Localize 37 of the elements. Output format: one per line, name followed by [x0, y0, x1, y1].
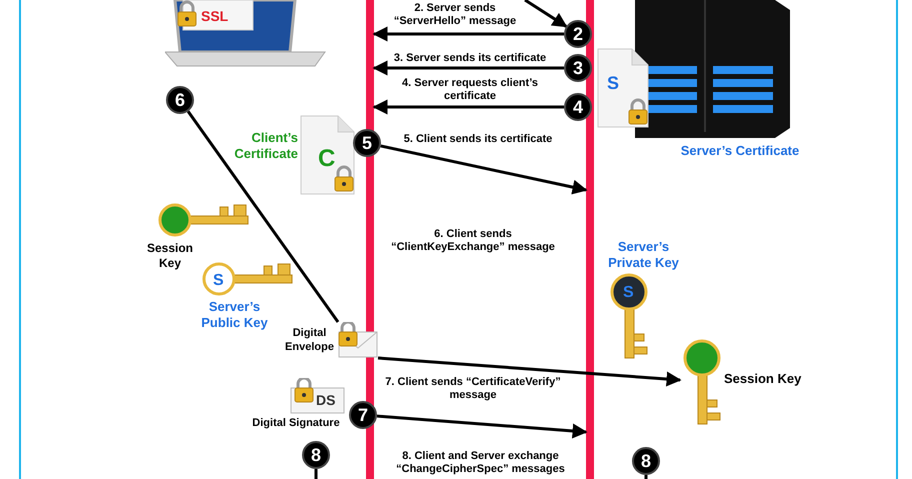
node-label: Client’s Certificate — [233, 130, 298, 162]
message-label: 8. Client and Server exchange “ChangeCipherSpec” messages — [395, 450, 566, 476]
node-label: Server’s Private Key — [607, 239, 680, 272]
step-number: 7 — [349, 401, 377, 429]
edge-label: 5. Client sends its certificate — [402, 133, 554, 146]
step-number: 6 — [166, 86, 194, 114]
arrow — [378, 356, 682, 386]
step-number: 3 — [564, 54, 592, 82]
node-label: Session Key — [724, 371, 802, 388]
certificate-letter: S — [607, 72, 620, 95]
node-label: Server’s Certificate — [680, 143, 800, 160]
lifeline — [586, 0, 594, 479]
node-label: Digital Signature — [251, 417, 341, 431]
key-letter: S — [213, 271, 224, 291]
arrow — [372, 60, 564, 76]
arrow — [524, 0, 568, 28]
signature-code: DS — [316, 391, 336, 410]
step-number: 8 — [302, 441, 330, 469]
node-label: Server’s Public Key — [200, 299, 269, 332]
message-label: 6. Client sends “ClientKeyExchange” message — [390, 228, 556, 254]
edge-label: 4. Server requests client’s certificate — [401, 77, 539, 103]
certificate-letter: C — [318, 144, 336, 174]
step-number: 5 — [353, 129, 381, 157]
protocol-label: SSL — [201, 7, 228, 26]
arrow — [376, 414, 588, 438]
edge-label: 7. Client sends “CertificateVerify” message — [384, 376, 562, 402]
arrow — [380, 144, 588, 194]
edge-label: 3. Server sends its certificate — [392, 52, 548, 65]
step-number: 8 — [632, 447, 660, 475]
key-letter: S — [623, 283, 634, 303]
arrow — [372, 100, 564, 114]
edge-label: 2. Server sends “ServerHello” message — [392, 2, 518, 28]
arrow — [372, 26, 564, 42]
step-number: 2 — [564, 20, 592, 48]
step-number: 4 — [564, 93, 592, 121]
node-label: Digital Envelope — [284, 327, 335, 354]
node-label: Session Key — [146, 241, 194, 271]
